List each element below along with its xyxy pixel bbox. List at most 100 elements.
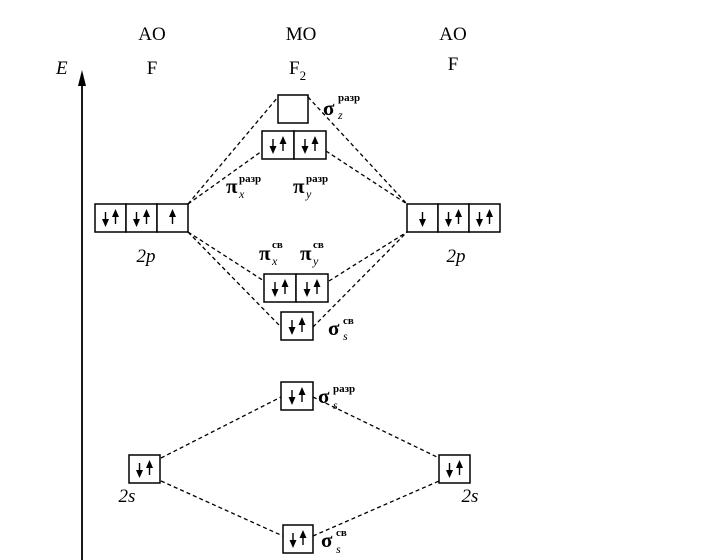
pi-superscript: разр bbox=[306, 173, 328, 185]
ao-left-2s-label: 2s bbox=[119, 486, 136, 507]
spin-up-arrow bbox=[146, 460, 153, 475]
sigma-superscript: разр bbox=[333, 383, 355, 395]
header-atom-left: F bbox=[147, 58, 158, 79]
spin-up-arrow bbox=[112, 209, 119, 224]
ao-right-2s-label: 2s bbox=[462, 486, 479, 507]
orbital-cell-box bbox=[295, 273, 329, 303]
mo-pi-antibonding-boxes bbox=[261, 130, 327, 160]
sigma-subscript: z bbox=[337, 108, 343, 122]
sigma-subscript: s bbox=[343, 329, 348, 343]
orbital-cell-box bbox=[125, 203, 158, 233]
header-ao-left: AO bbox=[138, 24, 165, 45]
spin-up-arrow bbox=[486, 209, 493, 224]
spin-down-arrow bbox=[133, 212, 140, 227]
label-pi-x-antibonding: π разр x bbox=[226, 173, 261, 201]
spin-down-arrow bbox=[288, 320, 296, 335]
orbital-cell-box bbox=[438, 454, 471, 484]
pi-symbol: π bbox=[226, 174, 238, 198]
label-sigma-s-antibonding-2s: σ разр s bbox=[318, 383, 355, 412]
spin-down-arrow bbox=[476, 212, 483, 227]
orbital-cell-box bbox=[282, 524, 314, 554]
label-pi-x-bonding: π св x bbox=[259, 239, 283, 268]
spin-down-arrow bbox=[288, 390, 296, 405]
spin-down-arrow bbox=[289, 533, 297, 548]
spin-up-arrow bbox=[298, 387, 306, 402]
spin-up-arrow bbox=[169, 209, 176, 224]
spin-down-arrow bbox=[269, 139, 277, 154]
spin-up-arrow bbox=[311, 136, 319, 151]
pi-symbol: π bbox=[300, 241, 312, 265]
orbital-cell bbox=[406, 203, 439, 233]
spin-up-arrow bbox=[279, 136, 287, 151]
orbital-cell bbox=[437, 203, 470, 233]
pi-subscript: x bbox=[238, 187, 245, 201]
orbital-cell bbox=[280, 381, 314, 411]
orbital-cell-box bbox=[437, 203, 470, 233]
orbital-cell-box bbox=[128, 454, 161, 484]
orbital-cell bbox=[277, 94, 309, 124]
pi-superscript: св bbox=[272, 239, 283, 251]
header-molecule: F2 bbox=[289, 58, 306, 83]
spin-up-arrow bbox=[298, 317, 306, 332]
ao-right-2s-box bbox=[438, 454, 471, 484]
mo-sigma-s-antibonding-2s-box bbox=[280, 381, 314, 411]
orbital-cell bbox=[261, 130, 295, 160]
ao-left-2p-boxes bbox=[94, 203, 189, 233]
orbital-cell-box bbox=[261, 130, 295, 160]
label-pi-y-bonding: π св y bbox=[300, 239, 324, 268]
mo-sigma-z-antibonding-box bbox=[277, 94, 309, 124]
spin-up-arrow bbox=[299, 530, 307, 545]
pi-subscript: y bbox=[305, 187, 312, 201]
energy-axis-label: E bbox=[55, 58, 68, 79]
orbital-cell-box bbox=[263, 273, 297, 303]
sigma-superscript: св bbox=[336, 527, 347, 539]
pi-subscript: x bbox=[271, 254, 278, 268]
spin-up-arrow bbox=[456, 460, 463, 475]
ao-left-2p-label: 2p bbox=[137, 246, 156, 267]
orbital-cell-box bbox=[277, 94, 309, 124]
sigma-subscript: s bbox=[333, 398, 338, 412]
sigma-superscript: разр bbox=[338, 92, 360, 104]
pi-symbol: π bbox=[259, 241, 271, 265]
orbital-cell bbox=[438, 454, 471, 484]
label-pi-y-antibonding: π разр y bbox=[293, 173, 328, 201]
sigma-superscript: св bbox=[343, 315, 354, 327]
spin-down-arrow bbox=[445, 212, 452, 227]
orbital-cell bbox=[468, 203, 501, 233]
molecule-symbol: F bbox=[289, 58, 300, 79]
header-mo: MO bbox=[286, 24, 317, 45]
sigma-subscript: s bbox=[336, 542, 341, 556]
label-sigma-s-bonding-2p: σ св s bbox=[328, 315, 354, 343]
orbital-cell bbox=[156, 203, 189, 233]
spin-down-arrow bbox=[102, 212, 109, 227]
spin-up-arrow bbox=[143, 209, 150, 224]
spin-down-arrow bbox=[271, 282, 279, 297]
label-sigma-s-bonding-2s: σ св s bbox=[321, 527, 347, 556]
sigma-symbol: σ bbox=[321, 528, 333, 552]
orbital-cell-box bbox=[293, 130, 327, 160]
spin-up-arrow bbox=[313, 279, 321, 294]
spin-down-arrow bbox=[303, 282, 311, 297]
orbital-cell bbox=[128, 454, 161, 484]
orbital-cell bbox=[263, 273, 297, 303]
pi-subscript: y bbox=[312, 254, 319, 268]
header-atom-right: F bbox=[448, 54, 459, 75]
ao-right-2p-label: 2p bbox=[447, 246, 466, 267]
mo-pi-bonding-boxes bbox=[263, 273, 329, 303]
orbital-cell bbox=[280, 311, 314, 341]
correlation-lines bbox=[160, 96, 440, 537]
mo-sigma-s-bonding-2s-box bbox=[282, 524, 314, 554]
molecule-subscript: 2 bbox=[300, 68, 307, 83]
orbital-cell-box bbox=[280, 311, 314, 341]
sigma-symbol: σ bbox=[318, 384, 330, 408]
orbital-cell bbox=[94, 203, 127, 233]
orbital-cell bbox=[282, 524, 314, 554]
spin-down-arrow bbox=[419, 212, 426, 227]
label-sigma-z-antibonding: σ разр z bbox=[323, 92, 360, 122]
spin-down-arrow bbox=[301, 139, 309, 154]
orbital-cell bbox=[125, 203, 158, 233]
pi-symbol: π bbox=[293, 174, 305, 198]
spin-up-arrow bbox=[455, 209, 462, 224]
orbital-cell-box bbox=[94, 203, 127, 233]
